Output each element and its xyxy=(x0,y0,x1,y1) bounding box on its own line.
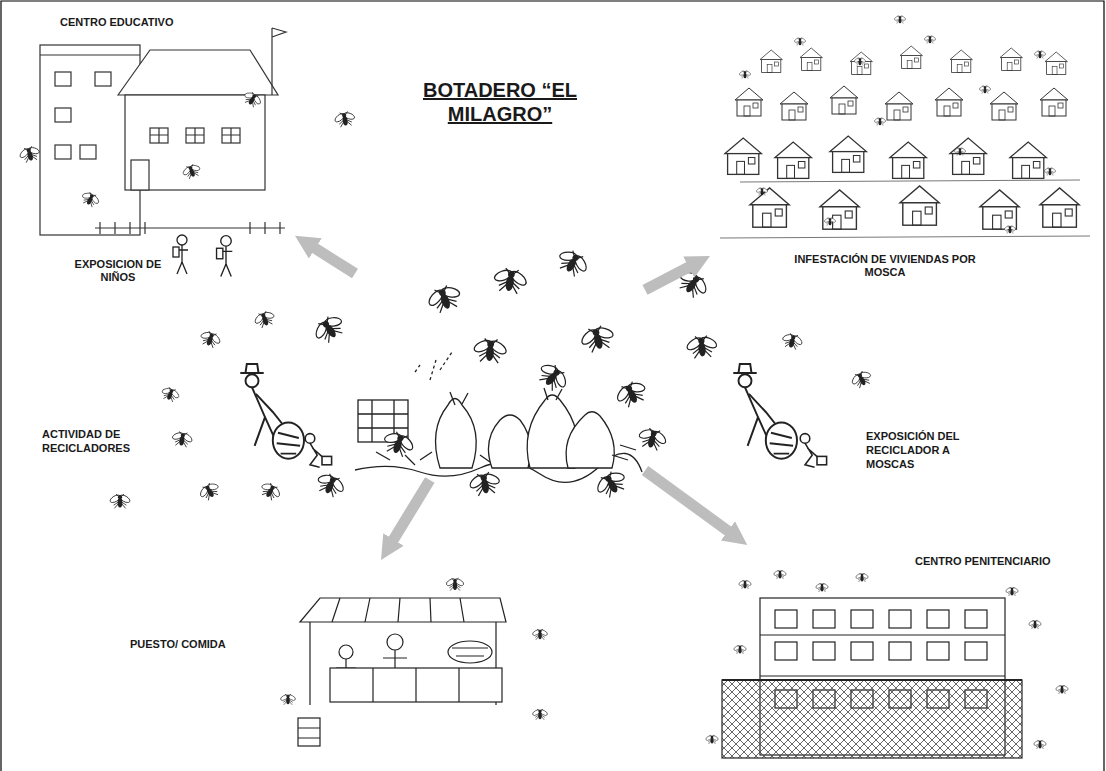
node-caption: EXPOSICION DE NIÑOS xyxy=(63,258,173,284)
school-panel: CENTRO EDUCATIVO EXPOSICION DE NIÑOS xyxy=(25,8,295,293)
flow-arrow xyxy=(645,471,734,536)
flow-arrow xyxy=(309,244,355,273)
node-title: CENTRO PENITENCIARIO xyxy=(915,555,1065,568)
side-label: ACTIVIDAD DE RECICLADORES xyxy=(42,428,152,456)
housing-panel: INFESTACIÓN DE VIVIENDAS POR MOSCA xyxy=(710,25,1090,290)
node-title: PUESTO/ COMIDA xyxy=(130,638,250,651)
side-label: EXPOSICIÓN DEL RECICLADOR A MOSCAS xyxy=(866,430,991,471)
node-title: CENTRO EDUCATIVO xyxy=(60,16,200,29)
prison-panel: CENTRO PENITENCIARIO xyxy=(715,545,1075,760)
flow-arrow xyxy=(389,480,429,546)
food-stall-panel: PUESTO/ COMIDA xyxy=(120,560,520,760)
dump-panel: BOTADERO “EL MILAGRO” xyxy=(355,250,645,480)
flow-arrow xyxy=(645,263,696,289)
heading: BOTADERO “EL MILAGRO” xyxy=(410,78,590,126)
node-caption: INFESTACIÓN DE VIVIENDAS POR MOSCA xyxy=(775,253,995,279)
